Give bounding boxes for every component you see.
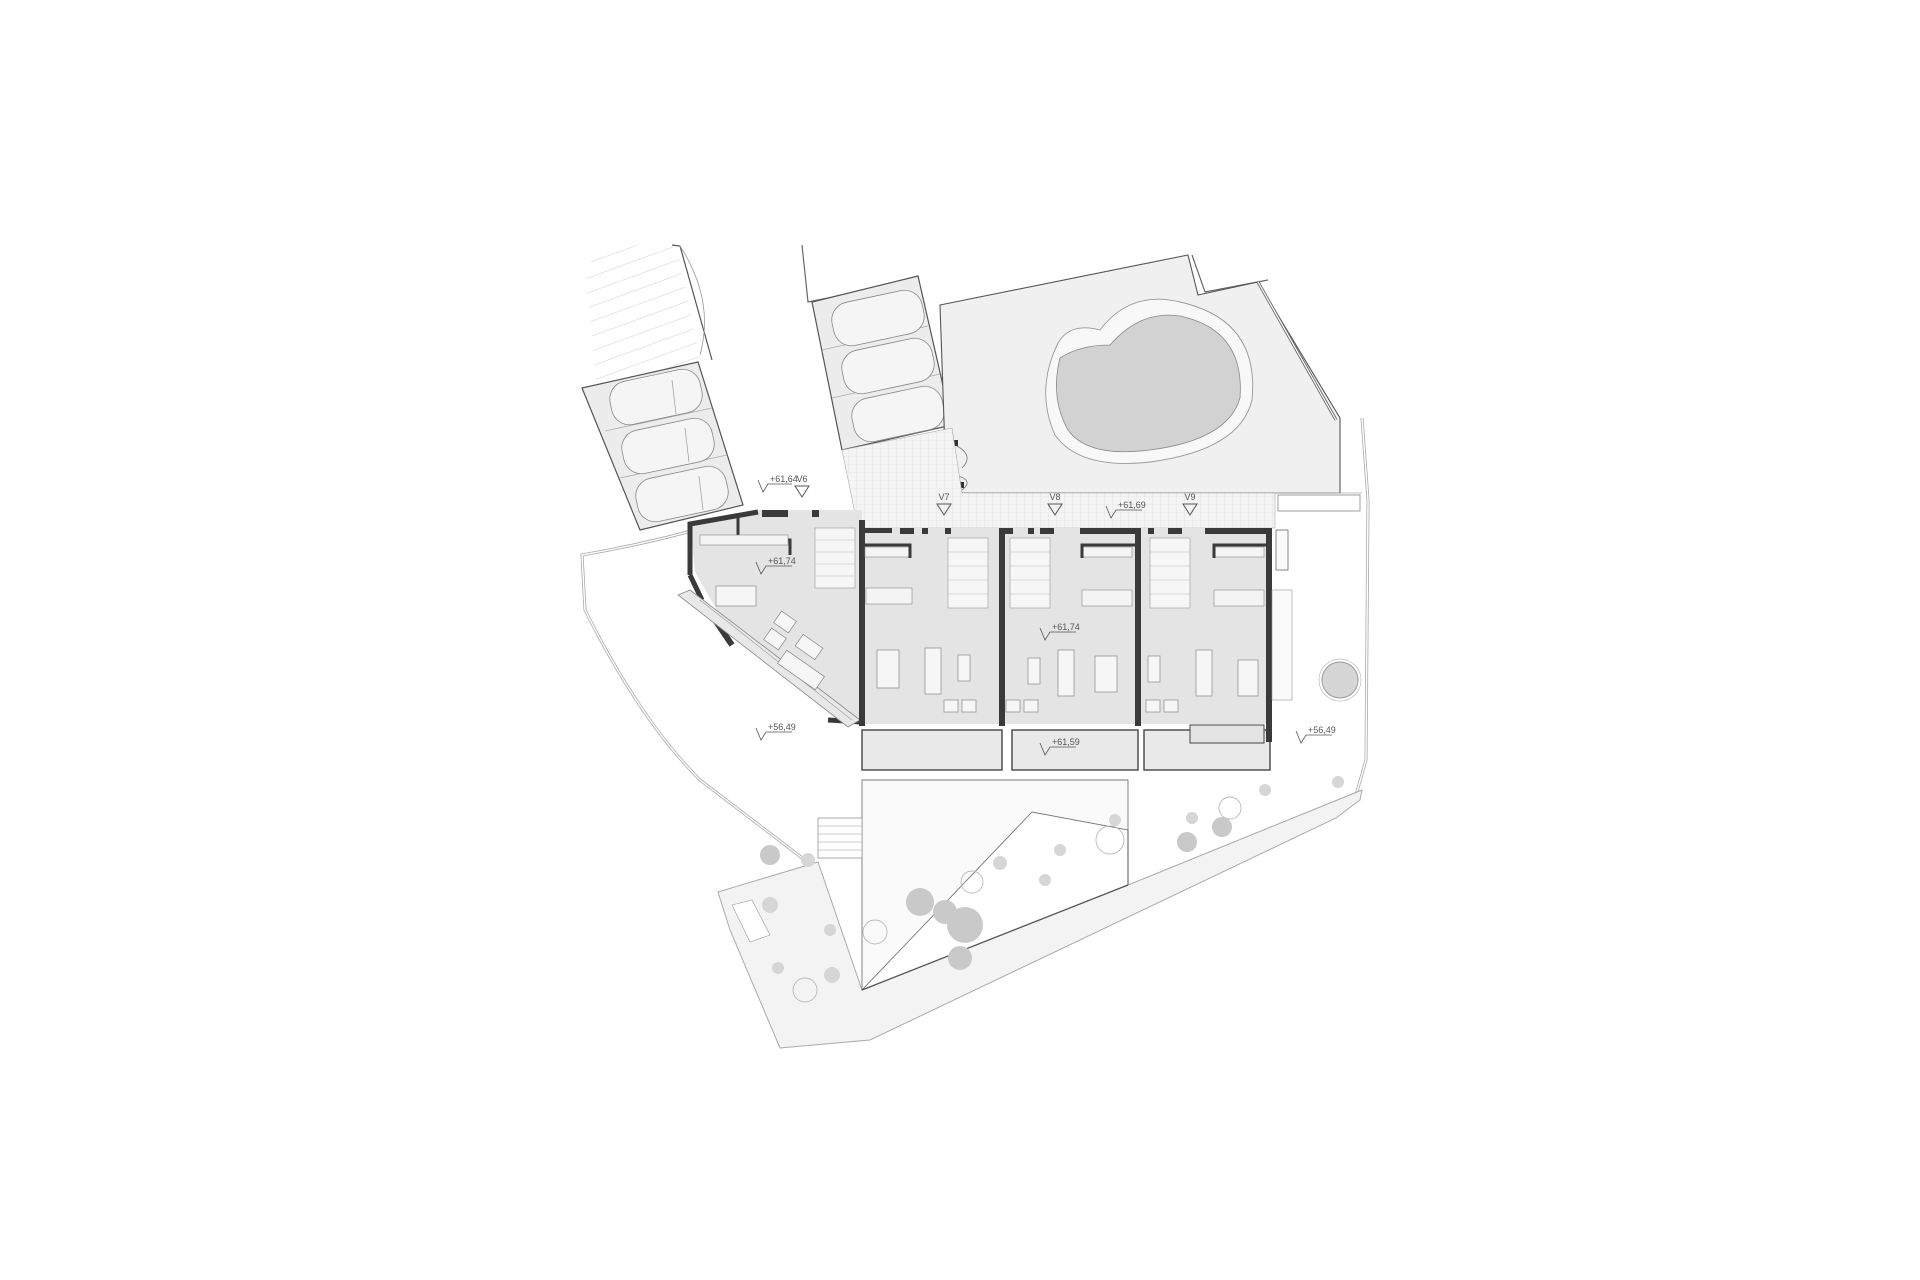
unit-marker-v7: V7 [936, 492, 952, 516]
parking-left [581, 361, 744, 531]
lower-garden [717, 776, 1363, 1049]
car-icon [831, 289, 925, 347]
kitchen [699, 518, 1266, 607]
building [677, 509, 1272, 771]
svg-text:V7: V7 [938, 492, 949, 502]
site-boundary [580, 417, 1370, 872]
plant-icon [760, 817, 1232, 970]
svg-text:+61,74: +61,74 [1052, 622, 1080, 632]
sofa-icon [763, 610, 1213, 697]
armchair-icon [943, 699, 1179, 713]
svg-text:+56,49: +56,49 [1308, 725, 1336, 735]
svg-text:V8: V8 [1049, 492, 1060, 502]
elevation-mark: +61,74 [755, 556, 796, 575]
unit-marker-v9: V9 [1182, 492, 1198, 516]
pool-garden [939, 254, 1341, 494]
shrub-icon [792, 796, 1242, 1003]
elevation-mark: +61,64 [757, 474, 798, 493]
svg-text:+61,74: +61,74 [768, 556, 796, 566]
hatched-slope [585, 244, 713, 400]
stairs-icon [814, 527, 1191, 609]
side-stairs [1271, 529, 1293, 701]
car-icon [841, 337, 935, 395]
svg-text:+61,64: +61,64 [770, 474, 798, 484]
unit-marker-v6: V6 [794, 474, 810, 498]
pool-water [1056, 314, 1241, 453]
car-icon [635, 465, 729, 523]
dining-table-icon [715, 585, 1259, 697]
coffee-table-icon [957, 654, 1161, 685]
car-icon [621, 417, 715, 475]
svg-text:V6: V6 [796, 474, 807, 484]
stairs-icon [731, 899, 771, 943]
car-icon [609, 368, 703, 426]
terrace-v7 [861, 729, 1003, 771]
flower-icon [762, 776, 1344, 983]
unit-marker-v8: V8 [1047, 492, 1063, 516]
elevation-mark: +56,49 [1295, 725, 1336, 744]
planter-circle [1318, 658, 1362, 702]
svg-text:+61,69: +61,69 [1118, 500, 1146, 510]
svg-text:+56,49: +56,49 [768, 722, 796, 732]
terrace-v8 [1011, 729, 1139, 771]
stairs-icon [817, 817, 863, 859]
elevation-mark: +56,49 [755, 722, 796, 741]
svg-text:+61,59: +61,59 [1052, 737, 1080, 747]
elevation-mark: +61,69 [1105, 500, 1146, 519]
svg-text:V9: V9 [1184, 492, 1195, 502]
elevation-mark: +61,74 [1039, 622, 1080, 641]
parking-right [811, 275, 953, 451]
elevation-mark: +61,59 [1039, 737, 1080, 756]
